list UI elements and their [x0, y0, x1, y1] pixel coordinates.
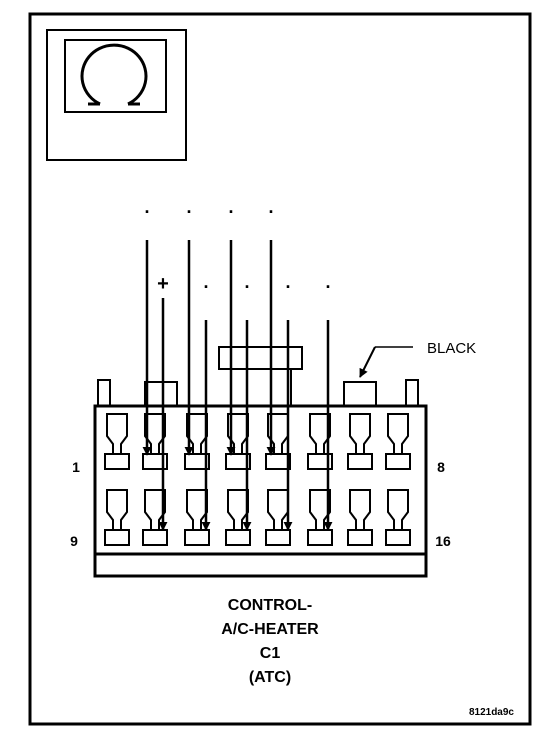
connector-tab — [405, 379, 419, 407]
caption-line-2: A/C-HEATER — [221, 621, 319, 638]
terminal-cavity — [265, 413, 291, 470]
lower-marks: + . . . . — [157, 272, 330, 295]
wire-mark: . — [144, 197, 149, 217]
figure-id: 8121da9c — [469, 707, 514, 718]
connector-caption: CONTROL- A/C-HEATER C1 (ATC) — [221, 597, 319, 686]
top-marks: . . . . — [144, 197, 273, 217]
connector-latch-stem — [230, 368, 292, 407]
wires — [142, 240, 333, 531]
wire-mark: . — [325, 272, 330, 292]
connector-body — [93, 346, 428, 578]
terminal-cavity — [307, 413, 333, 470]
wire-mark-plus: + — [157, 273, 169, 295]
terminal-cavity — [347, 489, 373, 546]
connector-housing — [93, 404, 428, 578]
pin-label-16: 16 — [435, 533, 451, 549]
caption-line-1: CONTROL- — [228, 597, 312, 614]
wire-mark: . — [203, 272, 208, 292]
connector-tab — [97, 379, 111, 407]
wire-mark: . — [244, 272, 249, 292]
pin-label-8: 8 — [437, 459, 445, 475]
wire-mark: . — [186, 197, 191, 217]
wire-mark: . — [228, 197, 233, 217]
outer-frame — [28, 12, 532, 726]
connector-tab — [144, 381, 178, 407]
connector-face-icon — [46, 29, 187, 161]
caption-line-4: (ATC) — [249, 669, 291, 686]
terminal-cavity — [104, 413, 130, 470]
wire-mark: . — [268, 197, 273, 217]
wire-mark: . — [285, 272, 290, 292]
terminal-cavity — [347, 413, 373, 470]
caption-line-3: C1 — [260, 645, 281, 662]
terminal-cavity — [104, 489, 130, 546]
black-callout: BLACK — [359, 340, 476, 378]
callout-label: BLACK — [427, 340, 476, 357]
terminal-cavities — [104, 413, 411, 546]
pin-label-9: 9 — [70, 533, 78, 549]
connector-tab — [343, 381, 377, 407]
terminal-cavity — [142, 413, 168, 470]
terminal-cavity — [385, 489, 411, 546]
terminal-cavity — [184, 489, 210, 546]
terminal-cavity — [265, 489, 291, 546]
terminal-cavity — [385, 413, 411, 470]
pin-label-1: 1 — [72, 459, 80, 475]
